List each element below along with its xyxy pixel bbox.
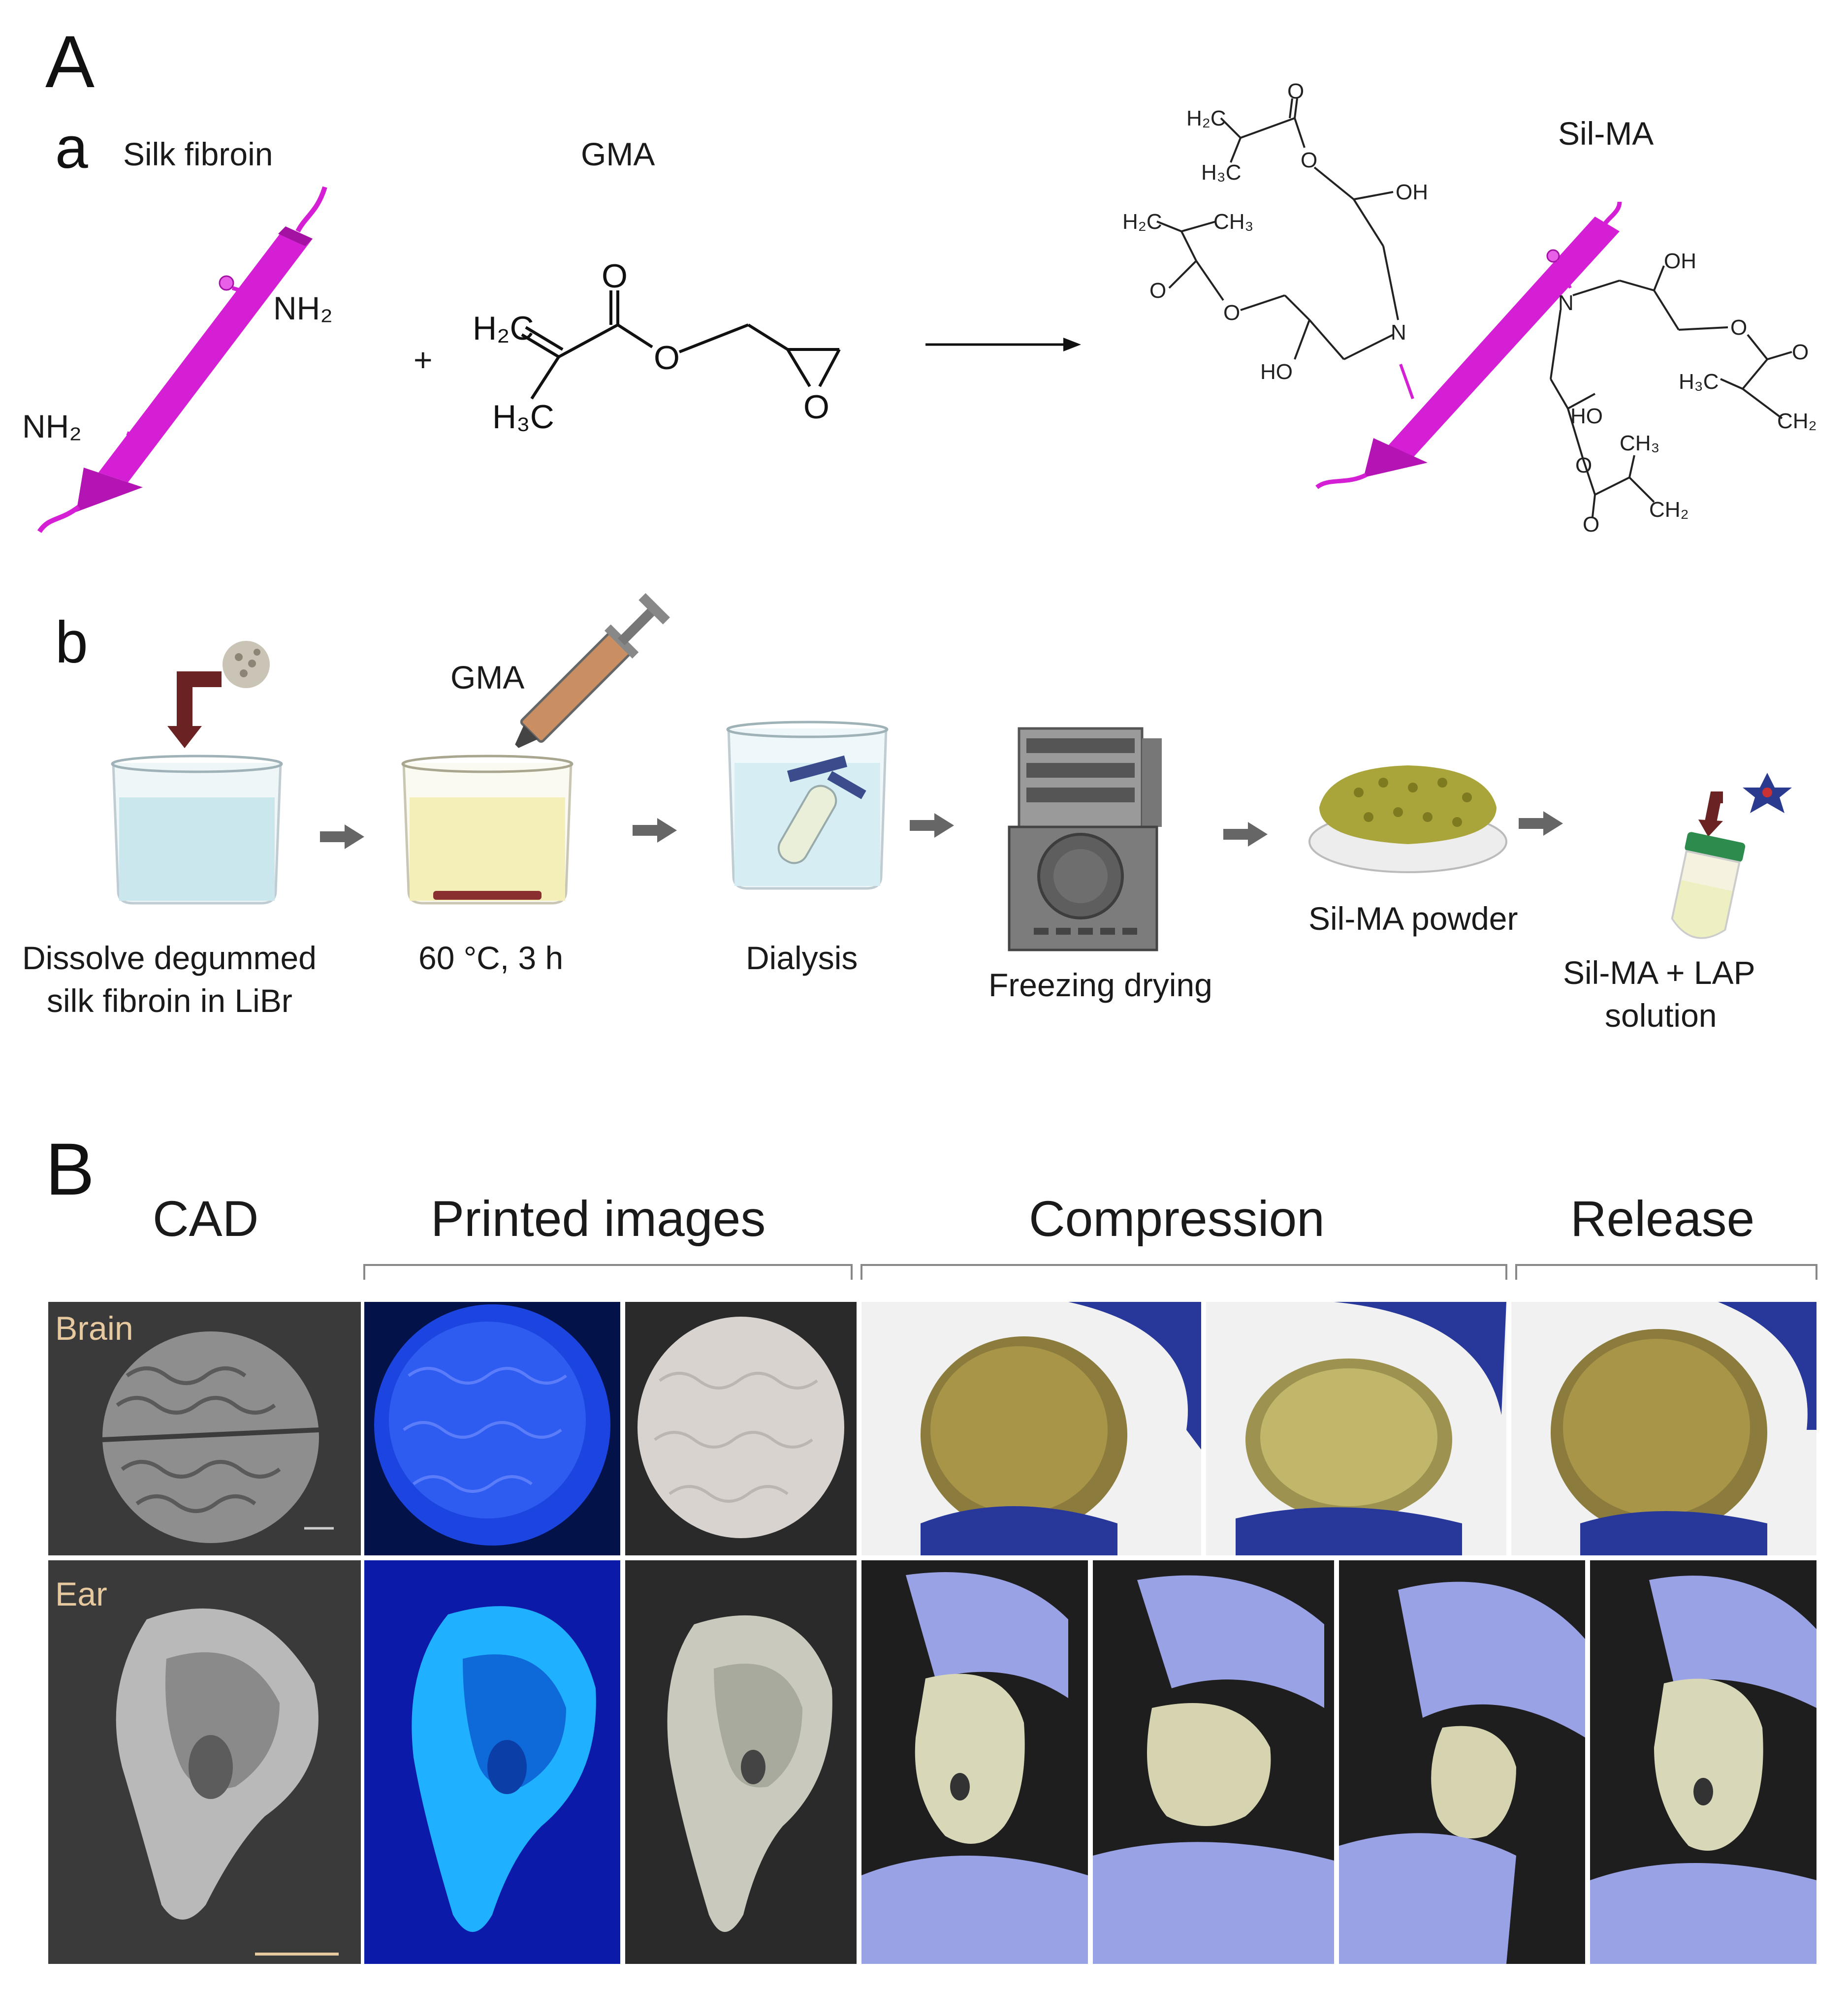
brain-printed-uv-image — [364, 1302, 620, 1555]
reaction-arrow-icon — [925, 338, 1081, 351]
gma-o-epoxide: O — [803, 388, 829, 426]
panel-a-letter: A — [45, 20, 95, 103]
prod-h3c-1: H₃C — [1201, 160, 1241, 185]
prod-o-3: O — [1149, 279, 1166, 303]
prod-ho-2: HO — [1260, 360, 1293, 384]
prod-h2c-1: H₂C — [1186, 106, 1226, 130]
flow-arrow-icon-3 — [910, 813, 954, 838]
silk-nh2-top: NH₂ — [273, 290, 333, 326]
header-release: Release — [1570, 1191, 1755, 1247]
prod-o-7: O — [1575, 453, 1592, 477]
header-brackets — [363, 1264, 1817, 1280]
flow-arrow-icon-5 — [1519, 811, 1563, 836]
gma-structure: H₂C H₃C O O O — [473, 257, 841, 436]
prod-n-2: N — [1558, 291, 1574, 315]
flow-arrow-icon-2 — [633, 818, 677, 843]
ear-printed-clear-image — [625, 1560, 857, 1964]
brain-compression-1-image — [861, 1302, 1201, 1555]
plus-sign: + — [414, 342, 433, 378]
prod-oh-3: OH — [1664, 249, 1696, 273]
prod-o-6: O — [1792, 340, 1809, 364]
silma-powder-dish-icon — [1308, 765, 1507, 873]
flow-arrow-icon-1 — [320, 824, 364, 849]
prod-ho-4: HO — [1570, 404, 1603, 428]
silma-label: Sil-MA — [1558, 115, 1654, 152]
silk-fibroin-label: Silk fibroin — [123, 136, 273, 172]
step6-label-line1: Sil-MA + LAP — [1563, 954, 1755, 991]
step4-label: Freezing drying — [988, 967, 1212, 1003]
subpanel-a-letter: a — [55, 115, 88, 181]
silma-structure: H₂C H₃C O O OH H₂C CH₃ O O HO N N OH O O… — [1122, 79, 1817, 537]
silk-nh2-bottom: NH₂ — [22, 408, 82, 444]
prod-h2c-2: H₂C — [1122, 210, 1162, 234]
gma-o-carbonyl: O — [602, 257, 628, 295]
freeze-dryer-icon — [1008, 727, 1162, 951]
flow-arrow-icon-4 — [1223, 822, 1268, 847]
step3-label: Dialysis — [746, 940, 858, 976]
gma-h2c: H₂C — [473, 310, 534, 347]
gma-label: GMA — [581, 136, 655, 172]
prod-ch3-2: CH₃ — [1213, 210, 1253, 234]
lap-tube-icon — [1671, 773, 1792, 939]
brain-cad-image — [48, 1302, 361, 1555]
brain-compression-2-image — [1206, 1302, 1506, 1555]
ear-release-image — [1590, 1560, 1816, 1964]
brain-printed-white-image — [625, 1302, 857, 1555]
step2-label: 60 °C, 3 h — [418, 940, 564, 976]
prod-o-1: O — [1287, 79, 1304, 103]
prod-h3c-3: H₃C — [1679, 370, 1719, 394]
prod-o-5: O — [1730, 316, 1747, 340]
subpanel-b-letter: b — [55, 609, 88, 675]
gma-syringe-label: GMA — [450, 659, 525, 695]
prod-o-8: O — [1583, 512, 1599, 537]
prod-o-4: O — [1223, 301, 1240, 325]
ear-compression-2-image — [1093, 1560, 1334, 1964]
prod-n-1: N — [1391, 320, 1406, 345]
ear-cad-image — [48, 1560, 361, 1964]
step1-label-line2: silk fibroin in LiBr — [47, 982, 292, 1019]
prod-ch2-4: CH₂ — [1649, 498, 1689, 522]
ear-printed-uv-image — [364, 1560, 620, 1964]
panel-b-letter: B — [45, 1128, 95, 1210]
prod-oh-1: OH — [1396, 180, 1428, 204]
row-label-brain: Brain — [55, 1310, 133, 1347]
prod-o-2: O — [1301, 148, 1317, 172]
dialysis-beaker-icon — [726, 721, 889, 890]
header-compression: Compression — [1029, 1191, 1325, 1247]
gma-h3c: H₃C — [492, 398, 554, 436]
prod-ch3-4: CH₃ — [1620, 431, 1659, 455]
step1-label-line1: Dissolve degummed — [22, 940, 317, 976]
gma-beaker-syringe-icon — [401, 593, 670, 905]
ear-compression-1-image — [861, 1560, 1088, 1964]
row-label-ear: Ear — [55, 1576, 107, 1613]
step5-label: Sil-MA powder — [1308, 900, 1518, 937]
brain-release-image — [1511, 1302, 1816, 1555]
silk-fibroin-strand-icon — [37, 186, 327, 533]
header-cad: CAD — [153, 1191, 259, 1247]
header-printed-images: Printed images — [431, 1191, 766, 1247]
ear-compression-3-image — [1339, 1560, 1585, 1964]
dissolve-beaker-icon — [111, 641, 283, 905]
prod-ch2-3: CH₂ — [1777, 409, 1817, 433]
step6-label-line2: solution — [1605, 997, 1717, 1034]
gma-o-ester: O — [654, 339, 680, 377]
